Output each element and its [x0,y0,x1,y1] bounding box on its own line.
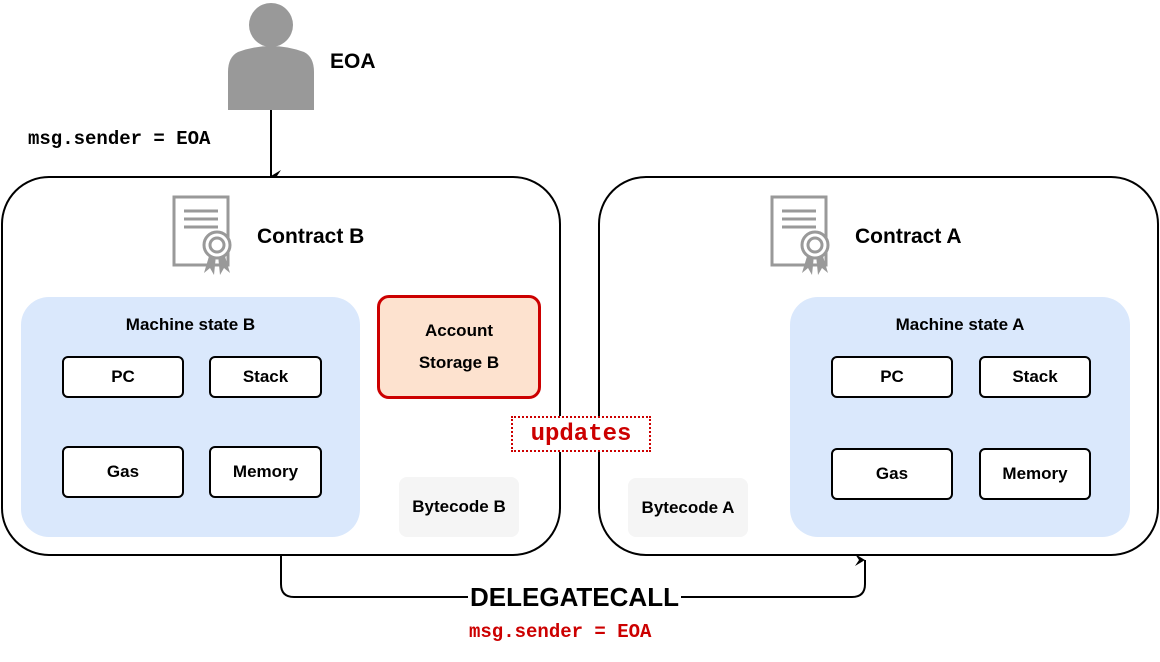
bytecode-b: Bytecode B [399,477,519,537]
certificate-icon [770,195,830,275]
machine-state-b: Machine state B [21,297,360,537]
contract-a-gas: Gas [831,448,953,500]
machine-state-a-title: Machine state A [895,315,1025,334]
contract-b-title: Contract B [257,225,365,248]
user-icon [228,3,314,110]
contract-a-title: Contract A [855,225,962,248]
contract-a-pc: PC [831,356,953,398]
contract-a-memory: Memory [979,448,1091,500]
delegatecall-label: DELEGATECALL [468,582,681,613]
contract-b-memory: Memory [209,446,322,498]
bytecode-a: Bytecode A [628,478,748,537]
contract-a-stack: Stack [979,356,1091,398]
certificate-icon [172,195,232,275]
storage-line-2: Storage B [418,353,500,372]
machine-state-a: Machine state A [790,297,1130,537]
contract-b-stack: Stack [209,356,322,398]
msg-sender-label: msg.sender = EOA [28,128,211,150]
storage-line-1: Account [425,321,493,340]
account-storage-b: Account Storage B [377,295,541,399]
contract-b-pc: PC [62,356,184,398]
machine-state-b-title: Machine state B [125,315,256,334]
eoa-label: EOA [330,50,376,73]
delegatecall-sender-label: msg.sender = EOA [469,621,652,643]
updates-label: updates [511,416,651,452]
contract-b-gas: Gas [62,446,184,498]
